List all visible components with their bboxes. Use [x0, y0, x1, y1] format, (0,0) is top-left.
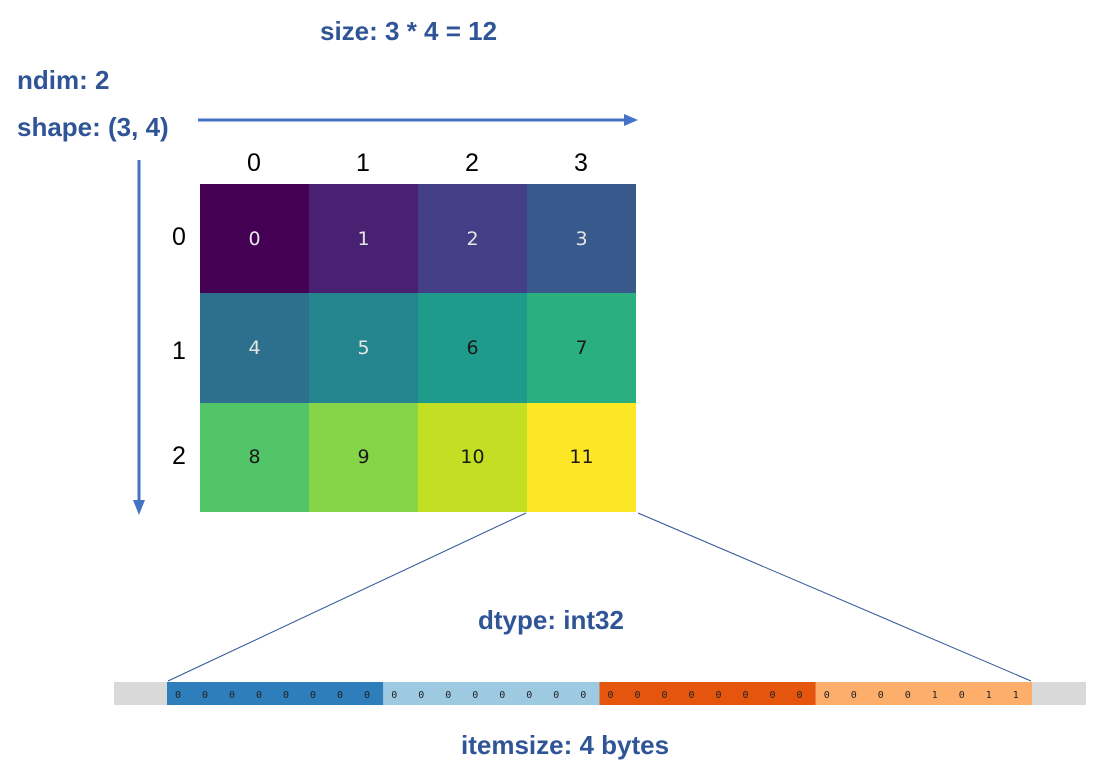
- zoom-connector-left: [167, 512, 527, 682]
- bit-digit: 0: [418, 690, 424, 701]
- bit-digit: 0: [742, 690, 748, 701]
- dtype-label: dtype: int32: [478, 605, 624, 635]
- array-cell: 6: [418, 293, 527, 403]
- byte-3: [815, 682, 1032, 705]
- row-index-1: 1: [172, 337, 186, 365]
- bit-digit: 0: [175, 690, 181, 701]
- bit-digit: 0: [851, 690, 857, 701]
- bit-digit: 0: [526, 690, 532, 701]
- bit-digit: 0: [553, 690, 559, 701]
- array-cell: 8: [200, 402, 309, 513]
- bit-digit: 0: [337, 690, 343, 701]
- bit-digit: 0: [769, 690, 775, 701]
- bit-digit: 0: [202, 690, 208, 701]
- bit-digit: 0: [310, 690, 316, 701]
- row-axis-arrowhead: [133, 500, 145, 515]
- bit-digit: 0: [364, 690, 370, 701]
- bit-digit: 0: [445, 690, 451, 701]
- array-cell: 0: [200, 184, 309, 294]
- row-index-0: 0: [172, 223, 186, 251]
- array-cell: 11: [527, 402, 636, 513]
- column-index-2: 2: [465, 149, 479, 177]
- column-index-1: 1: [356, 149, 370, 177]
- bit-digit: 0: [959, 690, 965, 701]
- array-cell: 9: [309, 402, 418, 513]
- size-label: size: 3 * 4 = 12: [320, 16, 498, 46]
- bit-digit: 0: [580, 690, 586, 701]
- itemsize-label: itemsize: 4 bytes: [461, 730, 670, 760]
- array-cell: 3: [527, 184, 636, 294]
- column-index-3: 3: [574, 149, 588, 177]
- array-cell: 5: [309, 293, 418, 403]
- bit-digit: 0: [661, 690, 667, 701]
- zoom-connector-right: [637, 512, 1032, 682]
- bit-digit: 0: [391, 690, 397, 701]
- bit-digit: 0: [905, 690, 911, 701]
- bit-digit: 0: [688, 690, 694, 701]
- byte-1: [383, 682, 600, 705]
- ndim-label: ndim: 2: [17, 65, 110, 95]
- bit-digit: 1: [932, 690, 938, 701]
- byte-0: [167, 682, 384, 705]
- array-cell: 4: [200, 293, 309, 403]
- array-cell: 1: [309, 184, 418, 294]
- array-cell: 10: [418, 402, 527, 513]
- bit-digit: 0: [472, 690, 478, 701]
- bit-digit: 1: [986, 690, 992, 701]
- byte-2: [599, 682, 816, 705]
- bit-digit: 0: [283, 690, 289, 701]
- array-cell: 7: [527, 293, 636, 403]
- bit-digit: 0: [824, 690, 830, 701]
- column-index-0: 0: [247, 149, 261, 177]
- bit-digit: 0: [715, 690, 721, 701]
- bit-digit: 0: [229, 690, 235, 701]
- row-index-2: 2: [172, 442, 186, 470]
- array-cell: 2: [418, 184, 527, 294]
- bit-digit: 0: [634, 690, 640, 701]
- bit-digit: 0: [607, 690, 613, 701]
- bit-digit: 0: [878, 690, 884, 701]
- bit-digit: 1: [1013, 690, 1019, 701]
- column-axis-arrowhead: [624, 114, 638, 126]
- bit-digit: 0: [256, 690, 262, 701]
- shape-label: shape: (3, 4): [17, 112, 169, 142]
- bit-digit: 0: [796, 690, 802, 701]
- bit-digit: 0: [499, 690, 505, 701]
